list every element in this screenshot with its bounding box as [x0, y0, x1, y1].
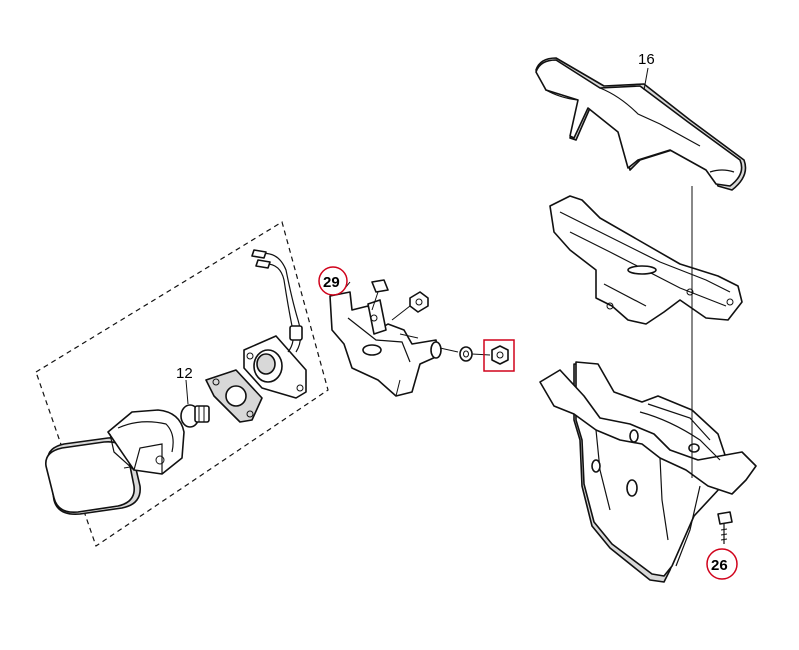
nut-highlighted [471, 345, 509, 365]
socket-base [243, 335, 307, 399]
callout-29: 29 [323, 274, 340, 291]
callout-26-ring [706, 548, 738, 580]
bulb [180, 404, 210, 428]
lens-housing [107, 409, 185, 475]
leader-16 [643, 67, 649, 91]
mounting-rail [549, 195, 743, 325]
rear-cover [535, 57, 747, 191]
callout-26: 26 [711, 557, 728, 574]
bolt-26 [717, 511, 733, 544]
bolt-middle [399, 333, 419, 339]
wiring-harness [251, 249, 303, 353]
washer [439, 346, 473, 362]
callout-12: 12 [176, 365, 193, 382]
gasket-plate [205, 369, 263, 423]
callout-26-group: 26 [706, 548, 738, 580]
taillight-lens [45, 436, 141, 516]
callout-16: 16 [638, 51, 655, 68]
callout-29-group: 29 [318, 266, 348, 296]
highlight-box-nut [483, 339, 515, 372]
bolt-29 [371, 279, 389, 311]
mudguard [539, 361, 757, 583]
callout-29-ring [318, 266, 348, 296]
leader-12 [185, 379, 189, 405]
nut-upper [391, 291, 429, 321]
